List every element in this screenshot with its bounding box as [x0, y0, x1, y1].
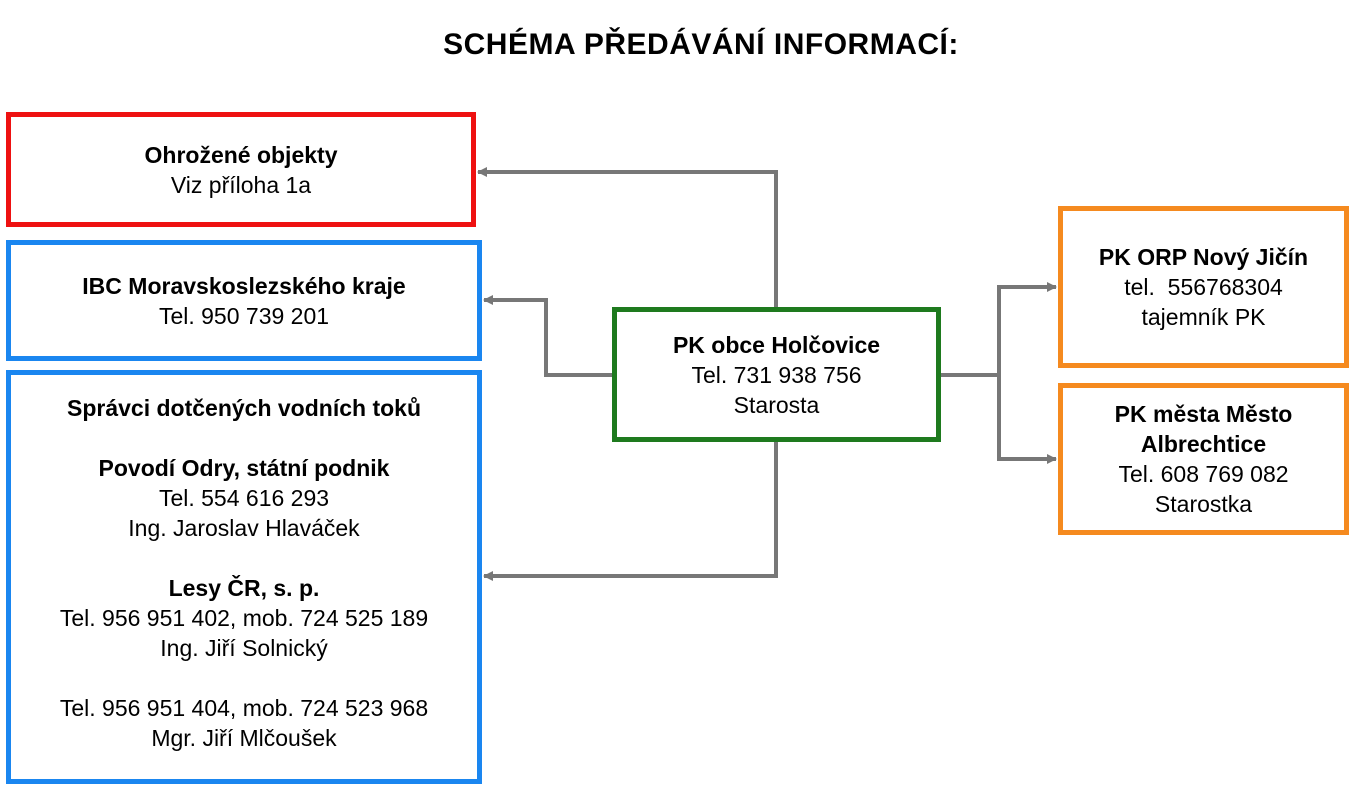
povodi-phone: Tel. 554 616 293: [158, 485, 330, 511]
pk-orp-heading: PK ORP Nový Jičín: [1098, 244, 1309, 270]
pk-mesta-heading-1: PK města Město: [1114, 401, 1293, 427]
pk-obce-phone: Tel. 731 938 756: [691, 361, 862, 388]
pk-obce-heading: PK obce Holčovice: [672, 331, 881, 358]
lesy-phone-1: Tel. 956 951 402, mob. 724 525 189: [59, 605, 429, 631]
connector-to-ibc: [483, 295, 612, 377]
connector-to-threatened: [477, 167, 778, 307]
connector-to-water-managers: [483, 442, 778, 581]
pk-mesta-heading-2: Albrechtice: [1140, 431, 1267, 457]
threatened-objects-box: Ohrožené objekty Viz příloha 1a: [6, 112, 476, 227]
threatened-objects-note: Viz příloha 1a: [170, 171, 312, 198]
lesy-person-2: Mgr. Jiří Mlčoušek: [151, 725, 337, 751]
pk-orp-role: tajemník PK: [1141, 304, 1266, 330]
pk-orp-box: PK ORP Nový Jičín tel. 556768304 tajemní…: [1058, 206, 1349, 368]
threatened-objects-heading: Ohrožené objekty: [144, 141, 338, 168]
ibc-box: IBC Moravskoslezského kraje Tel. 950 739…: [6, 240, 482, 361]
ibc-heading: IBC Moravskoslezského kraje: [82, 272, 406, 299]
lesy-name: Lesy ČR, s. p.: [168, 575, 320, 601]
pk-mesta-box: PK města Město Albrechtice Tel. 608 769 …: [1058, 383, 1349, 535]
pk-obce-box: PK obce Holčovice Tel. 731 938 756 Staro…: [612, 307, 941, 442]
lesy-person-1: Ing. Jiří Solnický: [160, 635, 328, 661]
pk-mesta-phone: Tel. 608 769 082: [1118, 461, 1289, 487]
pk-mesta-role: Starostka: [1154, 491, 1253, 517]
povodi-person: Ing. Jaroslav Hlaváček: [128, 515, 360, 541]
ibc-phone: Tel. 950 739 201: [158, 302, 330, 329]
lesy-phone-2: Tel. 956 951 404, mob. 724 523 968: [59, 695, 429, 721]
water-managers-heading: Správci dotčených vodních toků: [66, 395, 422, 421]
pk-orp-phone: tel. 556768304: [1124, 274, 1283, 300]
connector-to-pk-mesta: [997, 375, 1057, 464]
diagram-title: SCHÉMA PŘEDÁVÁNÍ INFORMACÍ:: [443, 28, 959, 61]
povodi-name: Povodí Odry, státní podnik: [98, 455, 390, 481]
connector-to-pk-orp: [997, 282, 1057, 375]
water-managers-box: Správci dotčených vodních toků Povodí Od…: [6, 370, 482, 784]
pk-obce-role: Starosta: [733, 391, 820, 418]
